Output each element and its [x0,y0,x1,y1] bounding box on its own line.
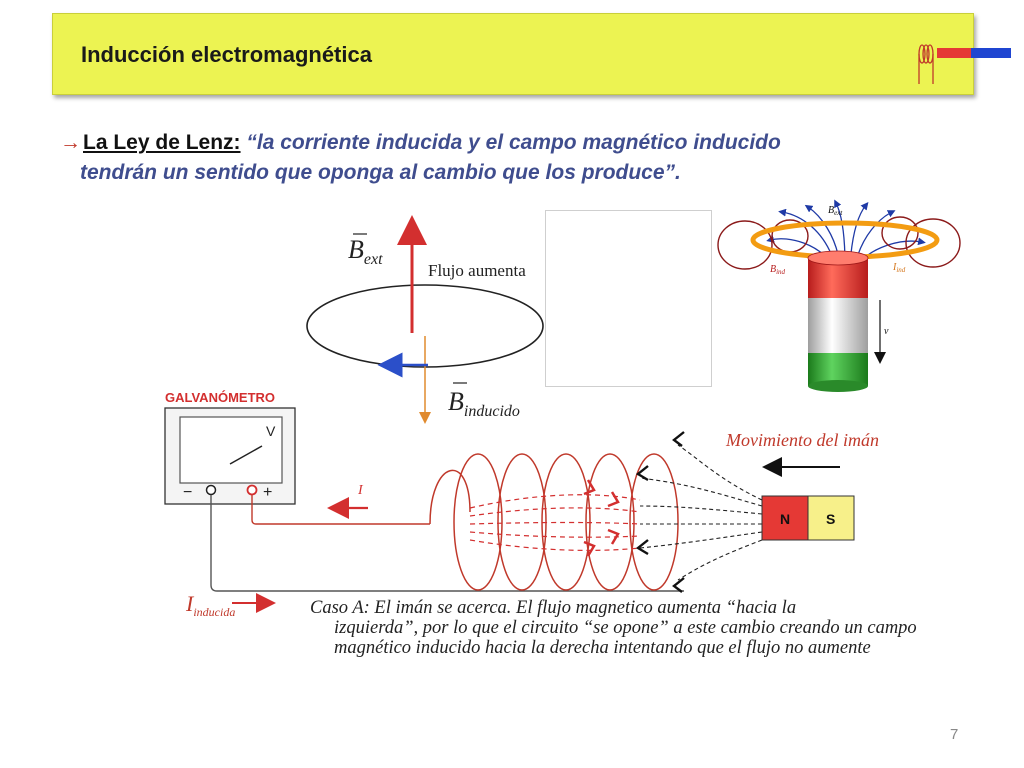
b-ext-label: Bext [348,235,383,268]
magnet-s-label: S [826,511,835,527]
external-field-lines [639,444,763,581]
magnet-north [761,495,809,541]
terminal-plus [246,484,258,496]
circuit-wires [210,495,684,592]
arrow-right-icon: → [60,131,81,154]
meter-v-label: V [266,423,276,439]
flux-label: Flujo aumenta [428,261,526,280]
magnet-south [807,495,855,541]
magnet-motion-label: Movimiento del imán [725,430,879,450]
galvanometer: GALVANÓMETRO V − + [164,390,296,505]
induced-field-lines [469,494,641,551]
magnet-n-label: N [780,511,790,527]
meter-needle [229,445,263,465]
bar-magnet: N S [761,495,855,541]
lenz-heading: La Ley de Lenz: [83,131,241,154]
slide-title: Inducción electromagnética [81,42,372,67]
title-bar: Inducción electromagnética [52,13,1011,95]
lenz-quote-line1: “la corriente inducida y el campo magnét… [240,131,781,154]
galvanometer-label: GALVANÓMETRO [165,390,275,405]
logo-icon [918,44,1011,84]
fig-i-ind-label: Iind [892,262,906,274]
i-induced-label: Iinducida [185,591,235,619]
loop-diagram: Bext Flujo aumenta Binducido [306,215,544,424]
image-frame [545,210,712,387]
caso-rest: izquierda”, por lo que el circuito “se o… [334,618,917,658]
induced-field-arrowheads [583,479,620,557]
fig-b-ext-label: Bext [828,205,843,217]
caso-a-text: Caso A: El imán se acerca. El flujo magn… [310,598,970,658]
velocity-label: v [884,326,889,337]
lenz-law-text: →La Ley de Lenz: “la corriente inducida … [60,128,940,188]
fig-b-ind-label: Bind [770,264,786,276]
external-field-arrowheads [635,431,685,593]
page-number: 7 [950,726,959,743]
lenz-quote-line2: tendrán un sentido que oponga al cambio … [80,161,681,184]
plus-label: + [263,484,272,501]
magnet-field-figure: v Bext Bind Iind [717,199,961,392]
terminal-minus [205,484,217,496]
current-label: I [357,483,364,498]
caso-first-line: Caso A: El imán se acerca. El flujo magn… [310,598,797,618]
b-induced-label: Binducido [448,387,520,420]
minus-label: − [183,484,192,501]
